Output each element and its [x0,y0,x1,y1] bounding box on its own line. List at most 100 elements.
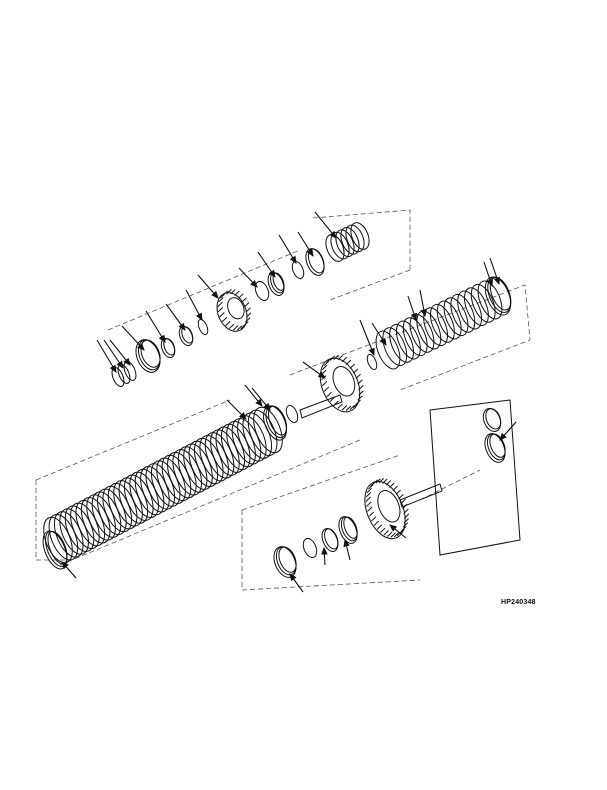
hub-gear-tooth [358,390,364,396]
leader-arrow-21 [251,387,271,411]
output-gear-tooth [387,531,393,537]
spacer-lower-2-edge [324,528,339,550]
gear-upper-tooth [240,323,246,330]
spring-pack-upper [325,222,370,262]
leader-arrow-6 [185,289,203,321]
output-gear-tooth [368,484,374,490]
snap-ring-upper-3 [254,280,270,302]
output-gear-tooth [366,487,372,494]
leader-arrow-26 [321,546,328,566]
snap-ring-lower [302,537,318,559]
spring-pack-upper-coil [335,229,355,258]
hub-gear-tooth [337,355,343,361]
output-gear-tooth [383,530,389,536]
leader-arrow-12 [314,211,337,239]
gear-upper-tooth [221,316,228,323]
leader-arrow-0 [96,339,117,373]
leader-arrow-5 [165,303,186,331]
output-gear-tooth [367,506,373,512]
output-gear-tooth [365,496,371,502]
output-gear-bore [377,490,401,523]
output-gear-tooth [372,479,378,485]
spring-pack-long-coil [253,406,283,454]
output-gear-tooth [401,525,407,532]
leader-arrow-13 [489,257,500,286]
leader-arrow-22 [226,399,247,420]
leader-arrow-24 [389,524,407,539]
gear-upper-tooth [217,301,223,308]
spacer-upper-2 [305,248,325,276]
figure-id-label: HP240348 [501,599,536,606]
hub-gear-tooth [329,355,336,361]
hub-gear-tooth [341,405,348,411]
output-gear-tooth [403,508,409,514]
output-gear-tooth [373,520,380,526]
snap-ring-upper-4 [291,260,305,280]
leader-arrow-1 [103,339,124,369]
hub-gear-tooth [349,363,355,369]
leader-arrow-7 [197,274,219,299]
alignment-line-5 [241,454,421,591]
alignment-line-3 [35,399,231,561]
leader-arrow-20 [244,384,263,407]
shaft-mid [299,394,343,419]
spring-pack-right-coil [457,290,483,330]
output-gear-tooth [395,489,401,495]
spring-pack-upper-coil [340,226,360,255]
snap-ring-mid-2-edge [285,404,299,424]
spring-pack-upper-coil [345,224,365,253]
hub-gear-tooth [352,402,359,408]
spring-pack-right-coil [382,327,408,367]
snap-ring-upper-3-edge [254,280,270,302]
output-gear-tooth [371,516,377,522]
spring-pack-right-coil [436,300,462,340]
spring-pack-upper-coil [350,222,370,250]
leader-arrow-18 [371,322,387,346]
snap-ring-upper-1-edge [163,338,176,356]
hub-gear-tooth [345,405,352,411]
hub-gear-tooth [321,369,327,375]
hub-gear-tooth [341,356,348,363]
spacer-lower-1-edge [278,546,297,573]
leader-arrow-25 [343,538,351,561]
spring-pack-right-coil [470,283,496,323]
gear-upper-tooth [230,289,236,295]
hub-gear-tooth [321,364,328,371]
hub-gear-bore [332,366,356,397]
bearing-housing [484,433,506,463]
alignment-line-2 [289,284,531,391]
hub-gear-tooth [323,386,330,392]
snap-ring-upper-2-edge [197,318,209,336]
output-gear-tooth [378,477,385,484]
output-gear-tooth [400,498,406,504]
bearing-lower-edge [343,516,358,539]
gear-upper-tooth [226,289,232,295]
hub-gear-tooth [357,395,363,401]
output-gear-tooth [403,518,409,524]
gear-upper-tooth [218,297,224,303]
spacer-lower-1 [273,546,297,578]
housing-outline [429,399,521,556]
leader-arrow-23 [499,421,517,441]
output-gear-tooth [382,478,388,484]
output-gear-tooth [375,478,381,484]
leader-arrow-9 [257,251,276,278]
snap-ring-upper-2 [197,318,209,336]
leader-arrow-28 [61,561,77,579]
leader-arrow-17 [359,319,375,357]
leader-arrow-14 [483,261,494,288]
gear-upper-tooth [245,312,252,318]
output-gear-tooth [396,530,403,537]
output-gear-tooth [402,522,409,528]
output-gear-tooth [368,511,375,517]
snap-ring-lower-edge [302,537,318,559]
hub-gear-tooth [321,375,327,381]
gear-upper-tooth [233,325,239,331]
hub-gear-tooth [355,373,361,379]
output-gear-tooth [380,527,386,533]
output-gear-tooth [389,482,395,488]
hub-gear-tooth [326,357,332,363]
hub-gear [319,354,364,413]
